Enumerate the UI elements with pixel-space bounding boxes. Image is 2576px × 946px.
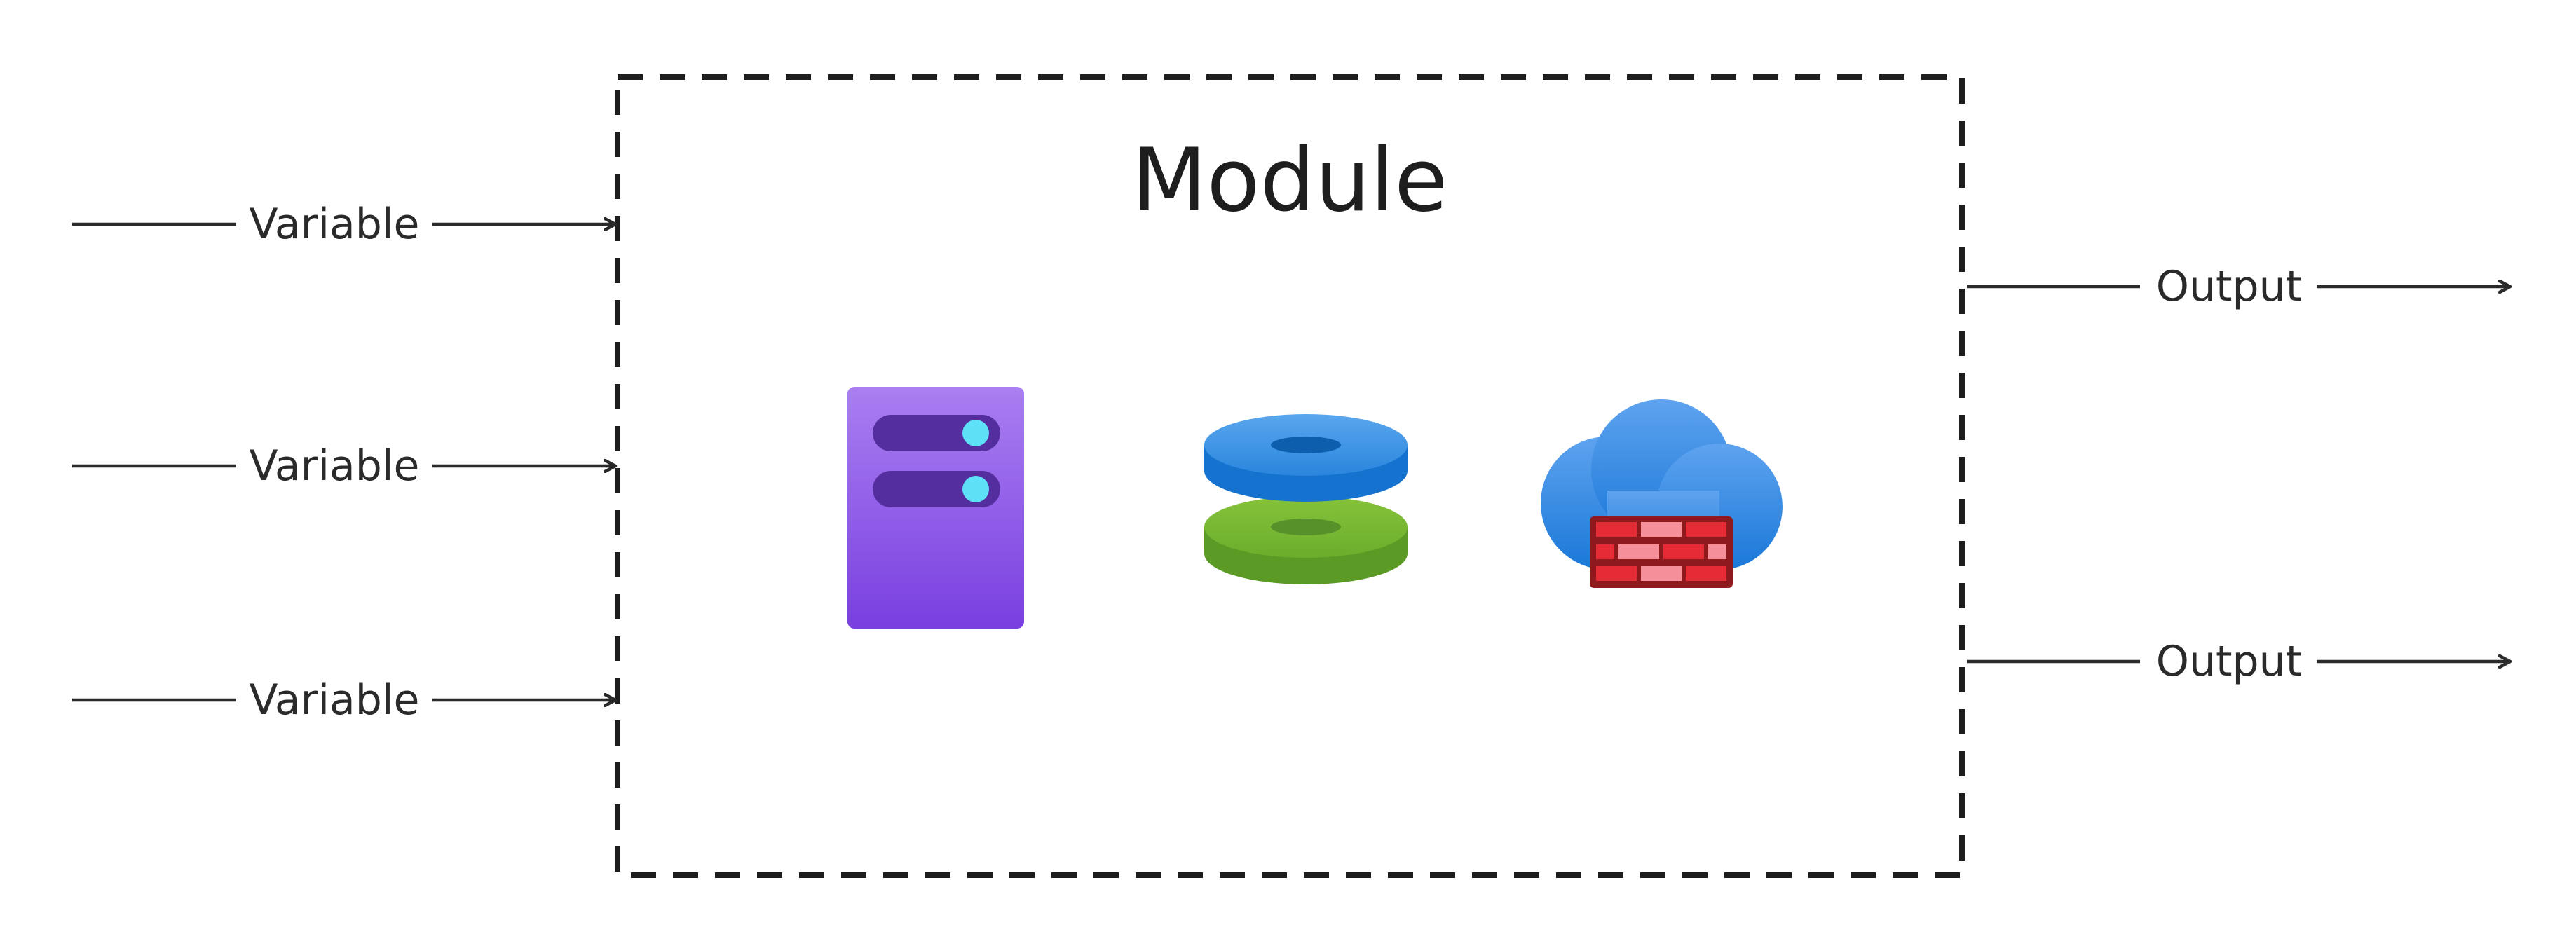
- input-label: Variable: [250, 441, 420, 491]
- input-variable-2: Variable: [72, 441, 615, 491]
- cloud-firewall-icon: [1541, 399, 1783, 588]
- output-label: Output: [2156, 262, 2302, 311]
- input-variable-3: Variable: [72, 676, 615, 725]
- input-variable-1: Variable: [72, 200, 615, 249]
- output-2: Output: [1967, 637, 2509, 686]
- output-label: Output: [2156, 637, 2302, 686]
- module-boundary: [615, 74, 1965, 878]
- storage-disks-icon: [1204, 414, 1408, 584]
- module-title: Module: [1132, 130, 1448, 231]
- input-label: Variable: [250, 200, 420, 249]
- output-1: Output: [1967, 262, 2509, 311]
- input-label: Variable: [250, 676, 420, 725]
- server-icon: [847, 387, 1024, 629]
